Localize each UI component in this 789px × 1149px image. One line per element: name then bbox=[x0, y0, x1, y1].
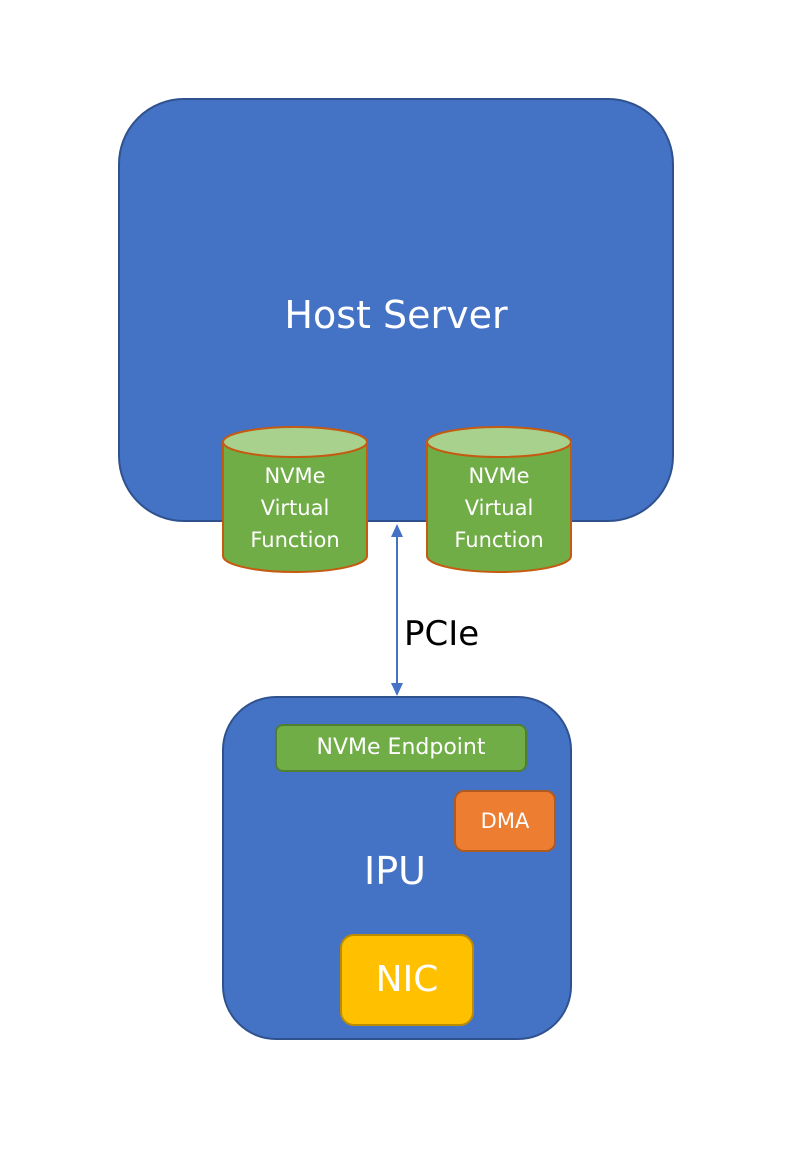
cylinder-shape-2 bbox=[426, 426, 572, 573]
nvme-virtual-function-2: NVMe Virtual Function bbox=[425, 426, 573, 574]
vf2-line1: NVMe bbox=[468, 464, 530, 488]
vf2-line2: Virtual bbox=[464, 496, 534, 520]
nvme-endpoint-box: NVMe Endpoint bbox=[275, 724, 527, 772]
ipu-box: NVMe Endpoint DMA IPU NIC bbox=[222, 696, 572, 1040]
nic-box: NIC bbox=[340, 934, 474, 1026]
vf1-line2: Virtual bbox=[260, 496, 330, 520]
dma-box: DMA bbox=[454, 790, 556, 852]
vf2-line3: Function bbox=[454, 528, 544, 552]
host-server-title: Host Server bbox=[284, 293, 508, 337]
vf1-line3: Function bbox=[250, 528, 340, 552]
nvme-virtual-function-1: NVMe Virtual Function bbox=[221, 426, 369, 574]
ipu-title: IPU bbox=[364, 849, 426, 893]
pcie-label: PCIe bbox=[404, 614, 480, 654]
cylinder-shape-1 bbox=[222, 426, 368, 573]
host-server-box: Host Server bbox=[118, 98, 674, 522]
vf1-line1: NVMe bbox=[264, 464, 326, 488]
